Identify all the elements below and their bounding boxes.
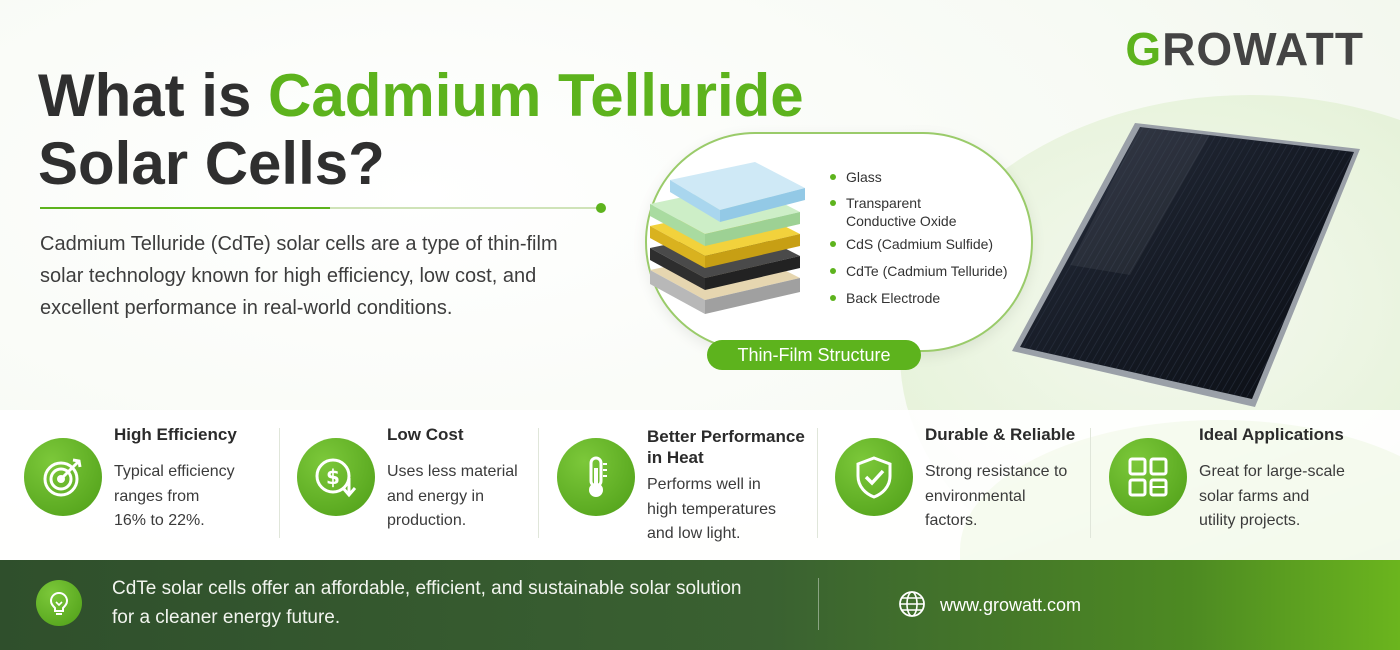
feature-title: Durable & Reliable <box>925 425 1076 444</box>
feature-desc-line: factors. <box>925 512 978 529</box>
feature-desc-line: utility projects. <box>1199 512 1301 529</box>
footer-message-line: for a cleaner energy future. <box>112 607 341 628</box>
logo-letter: G <box>1125 23 1163 75</box>
intro-paragraph: Cadmium Telluride (CdTe) solar cells are… <box>40 233 558 319</box>
feature-separator <box>1090 428 1091 538</box>
solar-panel-illustration <box>1012 123 1360 407</box>
thermometer-icon <box>557 438 635 516</box>
feature-title: Low Cost <box>387 425 464 444</box>
feature-desc-line: ranges from <box>114 487 200 505</box>
layer-label-dot <box>830 241 836 247</box>
feature-title: Ideal Applications <box>1199 425 1344 444</box>
globe-icon <box>899 591 925 617</box>
layer-label-text: Back Electrode <box>846 290 941 306</box>
title-divider-dot <box>596 203 606 213</box>
feature-ideal-applications: Ideal Applications Great for large-scale… <box>1109 410 1369 540</box>
feature-desc-line: and energy in <box>387 487 484 505</box>
layer-stack-illustration <box>650 162 805 314</box>
page-title: What is Cadmium Telluride Solar Cells? <box>38 62 804 198</box>
feature-description: Strong resistance to environmental facto… <box>925 460 1067 534</box>
feature-separator <box>279 428 280 538</box>
footer-bar <box>0 560 1400 650</box>
grid-panel-icon <box>1109 438 1187 516</box>
structure-tag: Thin-Film Structure <box>707 340 921 370</box>
title-accent: Cadmium Telluride <box>268 62 804 129</box>
layer-label-line: Transparent <box>846 195 921 211</box>
title-divider-accent <box>40 207 330 209</box>
feature-desc-line: Performs well in <box>647 476 761 493</box>
layer-label-dot <box>830 268 836 274</box>
feature-desc-line: Great for large-scale <box>1199 463 1345 480</box>
feature-high-efficiency: High Efficiency Typical efficiency range… <box>24 410 264 540</box>
svg-text:$: $ <box>326 465 340 489</box>
feature-title: Better Performance in Heat <box>647 426 805 468</box>
feature-description: Great for large-scale solar farms and ut… <box>1199 460 1345 534</box>
dollar-down-icon: $ <box>297 438 375 516</box>
feature-desc-line: Strong resistance to <box>925 463 1068 480</box>
layer-label-glass: Glass <box>830 168 882 186</box>
title-prefix: What is <box>38 62 269 129</box>
footer-message: CdTe solar cells offer an affordable, ef… <box>112 574 772 632</box>
panel-glare <box>1070 127 1210 275</box>
layer-label-line: Conductive Oxide <box>846 213 957 229</box>
layer-label-text: CdTe (Cadmium Telluride) <box>846 263 1008 279</box>
logo-text: ROWATT <box>1162 23 1364 75</box>
layer-label-dot <box>830 174 836 180</box>
layer-label-cds: CdS (Cadmium Sulfide) <box>830 235 993 253</box>
feature-description: Performs well in high temperatures and l… <box>647 473 776 547</box>
title-divider <box>40 203 606 213</box>
shield-check-icon <box>835 438 913 516</box>
panel-cells <box>1020 127 1354 399</box>
layer-label-text: Glass <box>846 169 882 185</box>
feature-durable-reliable: Durable & Reliable Strong resistance to … <box>835 410 1085 540</box>
footer-message-line: CdTe solar cells offer an affordable, ef… <box>112 578 742 599</box>
feature-description: Typical efficiency ranges from 16% to 22… <box>114 460 235 534</box>
feature-desc-line: and low light. <box>647 525 741 542</box>
feature-desc-line: 16% to 22%. <box>114 512 205 529</box>
feature-desc-line: high temperatures <box>647 500 776 518</box>
feature-desc-line: production. <box>387 512 467 529</box>
layer-label-dot <box>830 295 836 301</box>
layer-glass <box>670 162 805 222</box>
title-suffix: Solar Cells? <box>38 130 385 197</box>
website-link[interactable]: www.growatt.com <box>940 595 1082 615</box>
feature-desc-line: Uses less material <box>387 463 518 480</box>
footer-separator <box>818 578 819 630</box>
feature-heat-performance: Better Performance in Heat Performs well… <box>557 410 807 542</box>
layer-label-back-electrode: Back Electrode <box>830 289 940 307</box>
target-icon <box>24 438 102 516</box>
feature-description: Uses less material and energy in product… <box>387 460 518 534</box>
feature-separator <box>538 428 539 538</box>
layer-label-dot <box>830 200 836 206</box>
layer-label-cdte: CdTe (Cadmium Telluride) <box>830 262 1008 280</box>
feature-desc-line: Typical efficiency <box>114 463 235 480</box>
feature-desc-line: solar farms and <box>1199 487 1310 505</box>
feature-separator <box>817 428 818 538</box>
feature-desc-line: environmental <box>925 487 1026 505</box>
feature-low-cost: $ Low Cost Uses less material and energy… <box>297 410 537 540</box>
layer-label-text: CdS (Cadmium Sulfide) <box>846 236 994 252</box>
feature-title-line: Better Performance <box>647 427 805 446</box>
lightbulb-icon <box>36 580 82 626</box>
growatt-logo: GROWATT <box>1125 22 1364 76</box>
feature-title-line: in Heat <box>647 448 704 467</box>
feature-title: High Efficiency <box>114 425 237 444</box>
